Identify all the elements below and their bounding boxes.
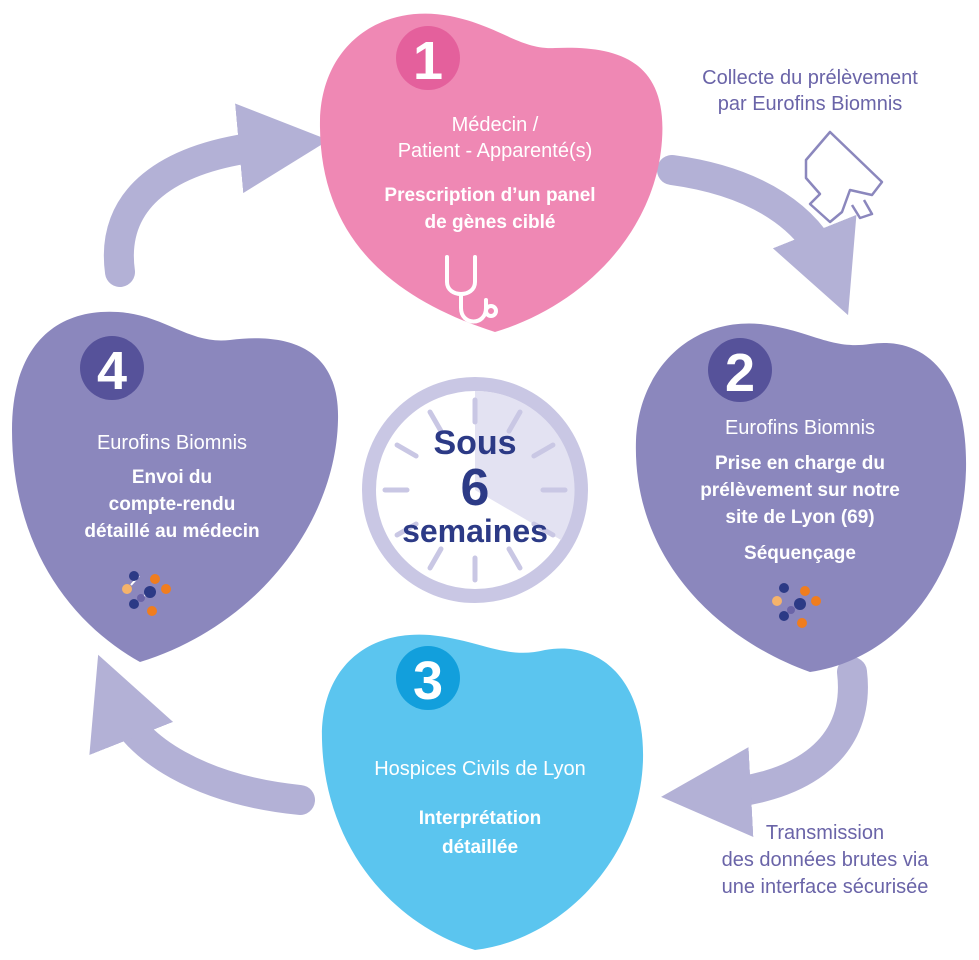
clock-elapsed-sector bbox=[475, 390, 575, 540]
clock-tick bbox=[427, 409, 444, 434]
step-1-heart bbox=[319, 13, 663, 333]
sample-tube-icon bbox=[804, 130, 884, 224]
step-3-action-line2: détaillée bbox=[441, 837, 519, 858]
step-2-actor: Eurofins Biomnis bbox=[724, 417, 876, 439]
clock-label-semaines: semaines bbox=[402, 513, 548, 549]
step-4-action-line3: détaillé au médecin bbox=[84, 521, 260, 542]
clock-tick bbox=[531, 442, 556, 459]
clock-ticks bbox=[382, 397, 568, 583]
arrow-4-to-1 bbox=[103, 103, 329, 287]
clock-tick bbox=[394, 521, 419, 538]
step-2-action-line3: site de Lyon (69) bbox=[725, 507, 875, 528]
step-1-actor-line1: Médecin / bbox=[451, 114, 539, 136]
clock-label-sous: Sous bbox=[433, 424, 517, 462]
step-2-action-extra: Séquençage bbox=[744, 543, 856, 564]
step-3-number: 3 bbox=[412, 651, 444, 711]
clock-label-number: 6 bbox=[460, 459, 490, 517]
arrow-3-to-4 bbox=[89, 654, 315, 815]
clock-tick bbox=[506, 546, 523, 571]
collect-caption-line2: par Eurofins Biomnis bbox=[717, 93, 903, 115]
step-4-action-line1: Envoi du bbox=[131, 467, 213, 488]
stethoscope-icon bbox=[445, 255, 498, 324]
step-4-number-badge bbox=[80, 336, 144, 400]
step-1-number: 1 bbox=[412, 31, 444, 91]
dna-dots-icon bbox=[772, 583, 821, 628]
transmit-caption-line1: Transmission bbox=[765, 822, 885, 844]
clock bbox=[362, 377, 588, 603]
step-1-actor-line2: Patient - Apparenté(s) bbox=[397, 140, 593, 162]
clock-tick bbox=[427, 546, 444, 571]
collect-caption-line1: Collecte du prélèvement bbox=[702, 67, 918, 89]
step-1-action-line1: Prescription d’un panel bbox=[384, 185, 596, 206]
transmit-caption-line3: une interface sécurisée bbox=[721, 876, 929, 898]
arrow-1-to-2 bbox=[657, 155, 857, 316]
step-2-action-line1: Prise en charge du bbox=[714, 453, 885, 474]
clock-tick bbox=[531, 521, 556, 538]
step-4-action-line2: compte-rendu bbox=[108, 494, 236, 515]
arrow-2-to-3 bbox=[661, 657, 868, 838]
step-3-number-badge bbox=[396, 646, 460, 710]
dna-dots-icon bbox=[122, 571, 171, 616]
step-2-heart bbox=[635, 323, 967, 672]
step-2-number-badge bbox=[708, 338, 772, 402]
step-4-actor: Eurofins Biomnis bbox=[96, 432, 248, 454]
clock-tick bbox=[394, 442, 419, 459]
step-3-heart bbox=[321, 634, 644, 950]
step-1-action-line2: de gènes ciblé bbox=[424, 212, 556, 233]
clock-tick bbox=[506, 409, 523, 434]
step-3-action-line1: Interprétation bbox=[418, 808, 542, 829]
step-2-number: 2 bbox=[724, 343, 756, 403]
step-1-number-badge bbox=[396, 26, 460, 90]
step-4-heart bbox=[12, 311, 339, 662]
step-2-action-line2: prélèvement sur notre bbox=[700, 480, 900, 501]
step-4-number: 4 bbox=[96, 341, 128, 401]
step-3-actor: Hospices Civils de Lyon bbox=[374, 758, 586, 780]
transmit-caption-line2: des données brutes via bbox=[721, 849, 929, 871]
